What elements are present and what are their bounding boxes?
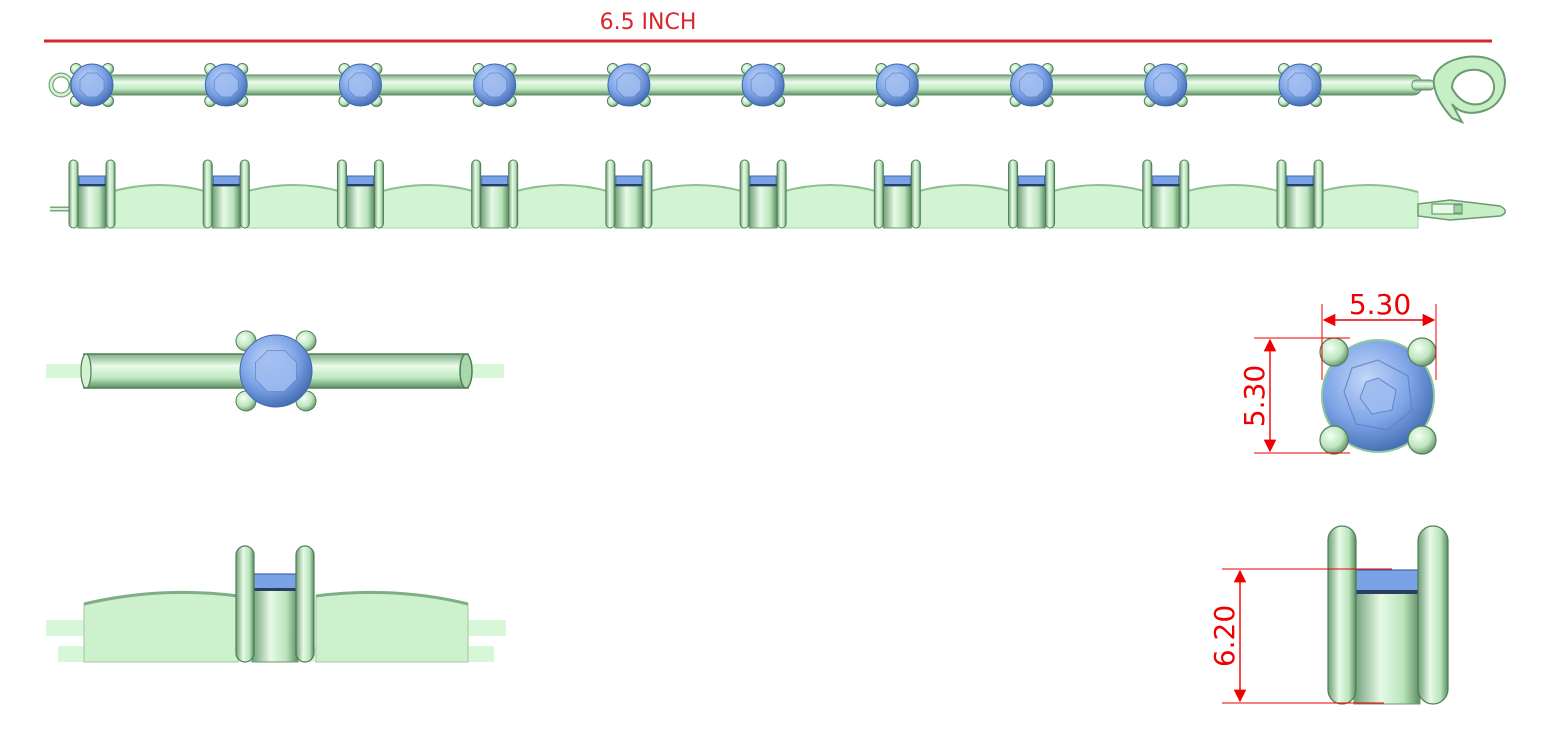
stone-setting (472, 63, 517, 107)
link-body (1049, 184, 1149, 229)
prong (1142, 159, 1153, 229)
link-body (914, 184, 1015, 229)
prong (68, 159, 79, 229)
link-body (243, 184, 343, 229)
bracelet-top-view (48, 55, 1506, 124)
prong (1313, 159, 1324, 229)
prong (1327, 525, 1357, 705)
center-post (882, 183, 912, 229)
prong-ball (1407, 337, 1437, 367)
prong (873, 159, 884, 229)
prong (235, 545, 255, 663)
link-body (646, 184, 746, 229)
clasp-side (1417, 199, 1506, 221)
center-post (345, 183, 375, 229)
stone-setting (741, 63, 786, 107)
depth-dimension-label: 6.20 (1208, 605, 1241, 667)
stone-setting (1143, 63, 1188, 107)
stone-setting (1278, 63, 1322, 107)
prong (105, 159, 116, 229)
prong (373, 159, 384, 229)
prong-ball (1319, 425, 1349, 455)
prong (202, 159, 213, 229)
center-post (1285, 183, 1315, 229)
prong (471, 159, 482, 229)
center-post (1151, 183, 1181, 229)
center-post (480, 183, 510, 229)
link-body (780, 184, 880, 229)
prong (1276, 159, 1287, 229)
prong (739, 159, 750, 229)
prong (776, 159, 787, 229)
prong (605, 159, 616, 229)
stone-setting (1009, 63, 1054, 107)
prong (508, 159, 519, 229)
center-post (1017, 183, 1047, 229)
prong (910, 159, 921, 229)
height-dimension-label: 5.30 (1238, 365, 1271, 427)
center-post (211, 183, 241, 229)
prong (1008, 159, 1019, 229)
stone-setting (875, 63, 920, 107)
stone-setting (606, 63, 651, 107)
prong (642, 159, 653, 229)
link-side-zoom (46, 545, 506, 663)
prong (239, 159, 250, 229)
bracelet-side-view (50, 159, 1506, 229)
prong (1179, 159, 1190, 229)
setting-side-detail: 6.20 (1208, 525, 1449, 705)
setting-top-detail: 5.30 5.30 (1238, 288, 1437, 455)
link-body (109, 184, 209, 229)
width-dimension-label: 5.30 (1349, 288, 1411, 321)
link-body (1183, 184, 1283, 229)
prong-ball (1319, 337, 1349, 367)
length-label: 6.5 INCH (600, 10, 697, 35)
prong-ball (1407, 425, 1437, 455)
center-post (77, 183, 107, 229)
stone-setting (235, 330, 317, 412)
prong (295, 545, 315, 663)
center-post (614, 183, 644, 229)
link-body (512, 184, 612, 229)
prong (1045, 159, 1056, 229)
stone-setting (204, 63, 249, 107)
link-top-zoom (46, 330, 504, 412)
center-post (748, 183, 778, 229)
lobster-clasp (1411, 55, 1506, 124)
prong (1417, 525, 1449, 705)
stone-setting (338, 63, 383, 107)
link-body (1317, 184, 1419, 229)
prong (336, 159, 347, 229)
stone-setting (70, 63, 114, 107)
link-body (377, 184, 478, 229)
